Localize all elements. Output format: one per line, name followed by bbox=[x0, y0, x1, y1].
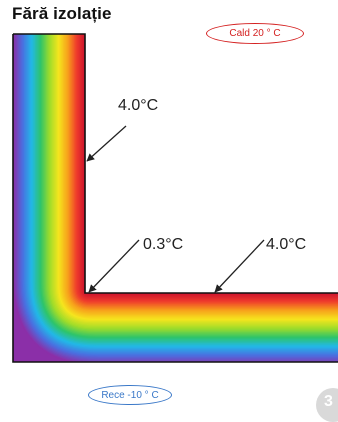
temperature-gradient bbox=[13, 34, 338, 362]
isotherm-band bbox=[67, 34, 338, 311]
page-number-badge: 3 bbox=[316, 388, 338, 422]
cold-side-text: Rece -10 ° C bbox=[101, 389, 159, 401]
wall-outer-edge bbox=[12, 34, 338, 363]
corner-temperature-label: 0.3°C bbox=[143, 236, 184, 253]
isotherm-band bbox=[61, 34, 338, 317]
isotherm-band bbox=[69, 34, 338, 309]
isotherm-band bbox=[53, 34, 338, 325]
floor-pointer-arrow bbox=[214, 239, 265, 293]
isotherm-band bbox=[60, 34, 338, 318]
isotherm-band bbox=[52, 34, 338, 326]
isotherm-band bbox=[47, 34, 338, 331]
isotherm-band bbox=[43, 34, 338, 335]
isotherm-band bbox=[49, 34, 338, 329]
isotherm-band bbox=[75, 34, 338, 303]
isotherm-band bbox=[55, 34, 338, 323]
isotherm-band bbox=[56, 34, 338, 322]
wall-temperature-label: 4.0°C bbox=[118, 97, 159, 114]
isotherm-band bbox=[70, 34, 338, 308]
warm-side-label: Cald 20 ° C bbox=[206, 23, 304, 44]
isotherm-band bbox=[59, 34, 338, 319]
isotherm-band bbox=[58, 34, 338, 320]
diagram-title: Fără izolație bbox=[12, 4, 112, 23]
isotherm-band bbox=[54, 34, 338, 324]
isotherm-band bbox=[48, 34, 338, 330]
wall-inner-edge bbox=[13, 33, 338, 294]
isotherm-band bbox=[74, 34, 338, 304]
wall-pointer-arrow bbox=[86, 125, 127, 162]
warm-side-text: Cald 20 ° C bbox=[229, 28, 281, 39]
cold-side-label: Rece -10 ° C bbox=[88, 385, 172, 405]
isotherm-band bbox=[76, 34, 338, 302]
isotherm-band bbox=[78, 34, 338, 300]
isotherm-band bbox=[65, 34, 338, 313]
isotherm-band bbox=[63, 34, 338, 315]
isotherm-band bbox=[66, 34, 338, 312]
corner-pointer-arrow bbox=[88, 239, 140, 293]
isotherm-band bbox=[72, 34, 338, 306]
floor-temperature-label: 4.0°C bbox=[266, 236, 307, 253]
isotherm-band bbox=[77, 34, 338, 301]
isotherm-band bbox=[71, 34, 338, 307]
isotherm-band bbox=[50, 34, 338, 328]
thermal-bridge-diagram bbox=[12, 33, 338, 363]
isotherm-band bbox=[42, 34, 338, 336]
isotherm-band bbox=[45, 34, 338, 333]
isotherm-band bbox=[44, 34, 338, 334]
isotherm-band bbox=[64, 34, 338, 314]
